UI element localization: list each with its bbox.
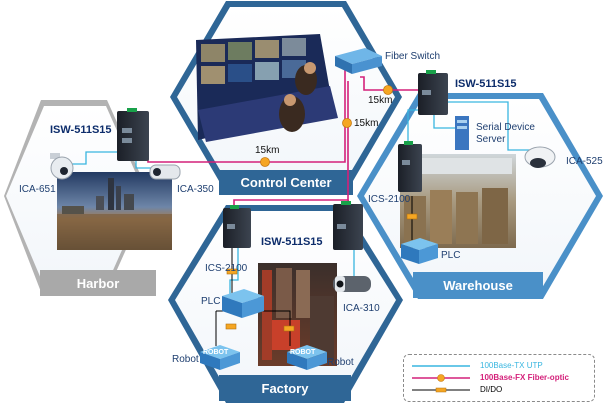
legend-dio-label: DI/DO bbox=[480, 385, 503, 394]
ica-651-dome-camera-icon bbox=[50, 153, 74, 180]
ics-switch-warehouse-icon bbox=[398, 141, 422, 192]
ics-switch-factory-icon bbox=[223, 205, 251, 248]
robot-left-icon bbox=[200, 345, 240, 370]
plc-warehouse-label: PLC bbox=[441, 250, 461, 261]
fiber-connector-icon bbox=[260, 85, 393, 167]
harbor-photo bbox=[57, 172, 172, 250]
factory-banner bbox=[219, 375, 351, 401]
ica-310-camera-icon bbox=[333, 276, 371, 292]
plc-warehouse-icon bbox=[401, 238, 438, 264]
legend-swatches bbox=[412, 365, 470, 393]
plc-factory-icon bbox=[222, 289, 264, 318]
fiber-switch-icon bbox=[335, 48, 382, 74]
ica-350-label: ICA-350 bbox=[177, 184, 214, 195]
serial-device-server-label: Serial Device Server bbox=[476, 122, 535, 145]
harbor-title: Harbor bbox=[76, 276, 120, 291]
robot-right-tag: ROBOT bbox=[290, 349, 316, 356]
distance-harbor-label: 15km bbox=[255, 145, 280, 156]
robot-left-label: Robot bbox=[172, 354, 199, 365]
ica-310-label: ICA-310 bbox=[343, 303, 380, 314]
robot-left-tag: ROBOT bbox=[203, 349, 229, 356]
control-room-photo bbox=[196, 34, 338, 142]
ica-651-label: ICA-651 bbox=[19, 184, 56, 195]
legend-utp-label: 100Base-TX UTP bbox=[480, 361, 543, 370]
isw-switch-warehouse-icon bbox=[418, 70, 448, 115]
isw-switch-factory-icon bbox=[333, 201, 363, 250]
ica-525-label: ICA-525 bbox=[566, 156, 603, 167]
legend bbox=[403, 354, 595, 402]
ics-warehouse-label: ICS-2100 bbox=[368, 194, 411, 205]
ica-350-camera-icon bbox=[149, 164, 181, 180]
warehouse-banner bbox=[413, 272, 543, 298]
isw-warehouse-label: ISW-511S15 bbox=[455, 78, 517, 90]
dio-connector-icon bbox=[225, 213, 418, 332]
distance-warehouse-label: 15km bbox=[368, 95, 393, 106]
warehouse-title: Warehouse bbox=[443, 278, 513, 293]
ics-factory-label: ICS-2100 bbox=[205, 263, 248, 274]
isw-switch-harbor-icon bbox=[117, 108, 149, 161]
legend-fiber-label: 100Base-FX Fiber-optic bbox=[480, 373, 569, 382]
plc-factory-label: PLC bbox=[201, 296, 221, 307]
robot-right-label: Robot bbox=[327, 357, 354, 368]
harbor-banner bbox=[40, 270, 156, 296]
factory-title: Factory bbox=[261, 381, 309, 396]
distance-factory-label: 15km bbox=[354, 118, 379, 129]
control-center-title: Control Center bbox=[240, 175, 332, 190]
serial-device-server-icon bbox=[455, 116, 469, 150]
control-center-banner bbox=[219, 170, 353, 195]
ica-525-dome-camera-icon bbox=[524, 146, 556, 168]
fiber-switch-label: Fiber Switch bbox=[385, 51, 441, 62]
isw-factory-label: ISW-511S15 bbox=[261, 236, 323, 248]
isw-harbor-label: ISW-511S15 bbox=[50, 124, 112, 136]
robot-right-icon bbox=[287, 345, 327, 370]
